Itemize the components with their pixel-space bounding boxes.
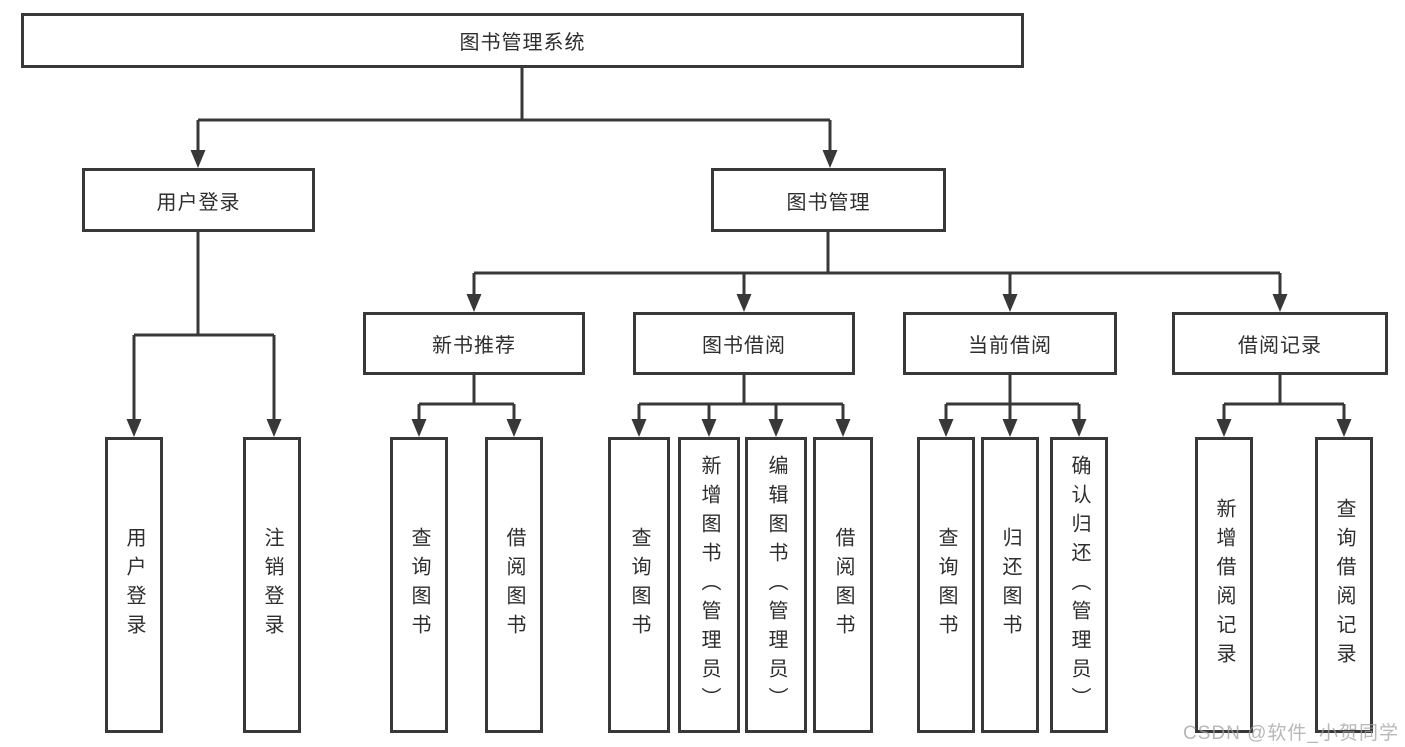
node-label: 图书管理: [786, 191, 871, 214]
node-label: 借阅图书: [832, 527, 854, 643]
csdn-watermark: CSDN @软件_小贺同学: [1183, 723, 1399, 744]
leaf-query-books-recommend: 查询图书: [390, 437, 448, 733]
node-label: 图书借阅: [702, 335, 786, 357]
node-new-book-recommendation: 新书推荐: [363, 312, 585, 375]
node-label: 编辑图书（管理员）: [765, 454, 787, 716]
leaf-user-login: 用户登录: [105, 437, 163, 733]
leaf-query-books-current: 查询图书: [917, 437, 975, 733]
node-label: 注销登录: [261, 527, 283, 643]
node-label: 查询图书: [628, 527, 650, 643]
leaf-borrow-books: 借阅图书: [813, 437, 873, 733]
node-label: 新增借阅记录: [1213, 498, 1235, 672]
node-current-borrowing: 当前借阅: [903, 312, 1117, 375]
leaf-query-borrow-record: 查询借阅记录: [1315, 437, 1373, 733]
node-book-management-system: 图书管理系统: [21, 13, 1024, 68]
node-label: 借阅图书: [503, 527, 525, 643]
node-label: 新增图书（管理员）: [698, 454, 720, 716]
leaf-edit-book-admin: 编辑图书（管理员）: [745, 437, 807, 733]
node-label: 归还图书: [999, 527, 1021, 643]
node-book-management: 图书管理: [711, 168, 946, 232]
leaf-add-borrow-record: 新增借阅记录: [1195, 437, 1253, 733]
node-book-borrowing: 图书借阅: [633, 312, 855, 375]
node-label: 借阅记录: [1238, 335, 1322, 357]
leaf-query-books-borrowing: 查询图书: [608, 437, 670, 733]
node-label: 新书推荐: [432, 335, 516, 357]
node-label: 图书管理系统: [459, 32, 586, 54]
leaf-add-book-admin: 新增图书（管理员）: [678, 437, 740, 733]
node-label: 查询图书: [408, 527, 430, 643]
node-user-login: 用户登录: [82, 168, 315, 232]
node-label: 查询图书: [935, 527, 957, 643]
leaf-borrow-books-recommend: 借阅图书: [485, 437, 543, 733]
node-label: 查询借阅记录: [1333, 498, 1355, 672]
node-label: 确认归还（管理员）: [1068, 454, 1090, 716]
leaf-return-book: 归还图书: [981, 437, 1039, 733]
node-label: 当前借阅: [968, 335, 1052, 357]
leaf-confirm-return-admin: 确认归还（管理员）: [1050, 437, 1108, 733]
node-label: 用户登录: [156, 191, 241, 214]
node-label: 用户登录: [123, 527, 145, 643]
node-borrow-records: 借阅记录: [1172, 312, 1388, 375]
leaf-logout: 注销登录: [243, 437, 301, 733]
